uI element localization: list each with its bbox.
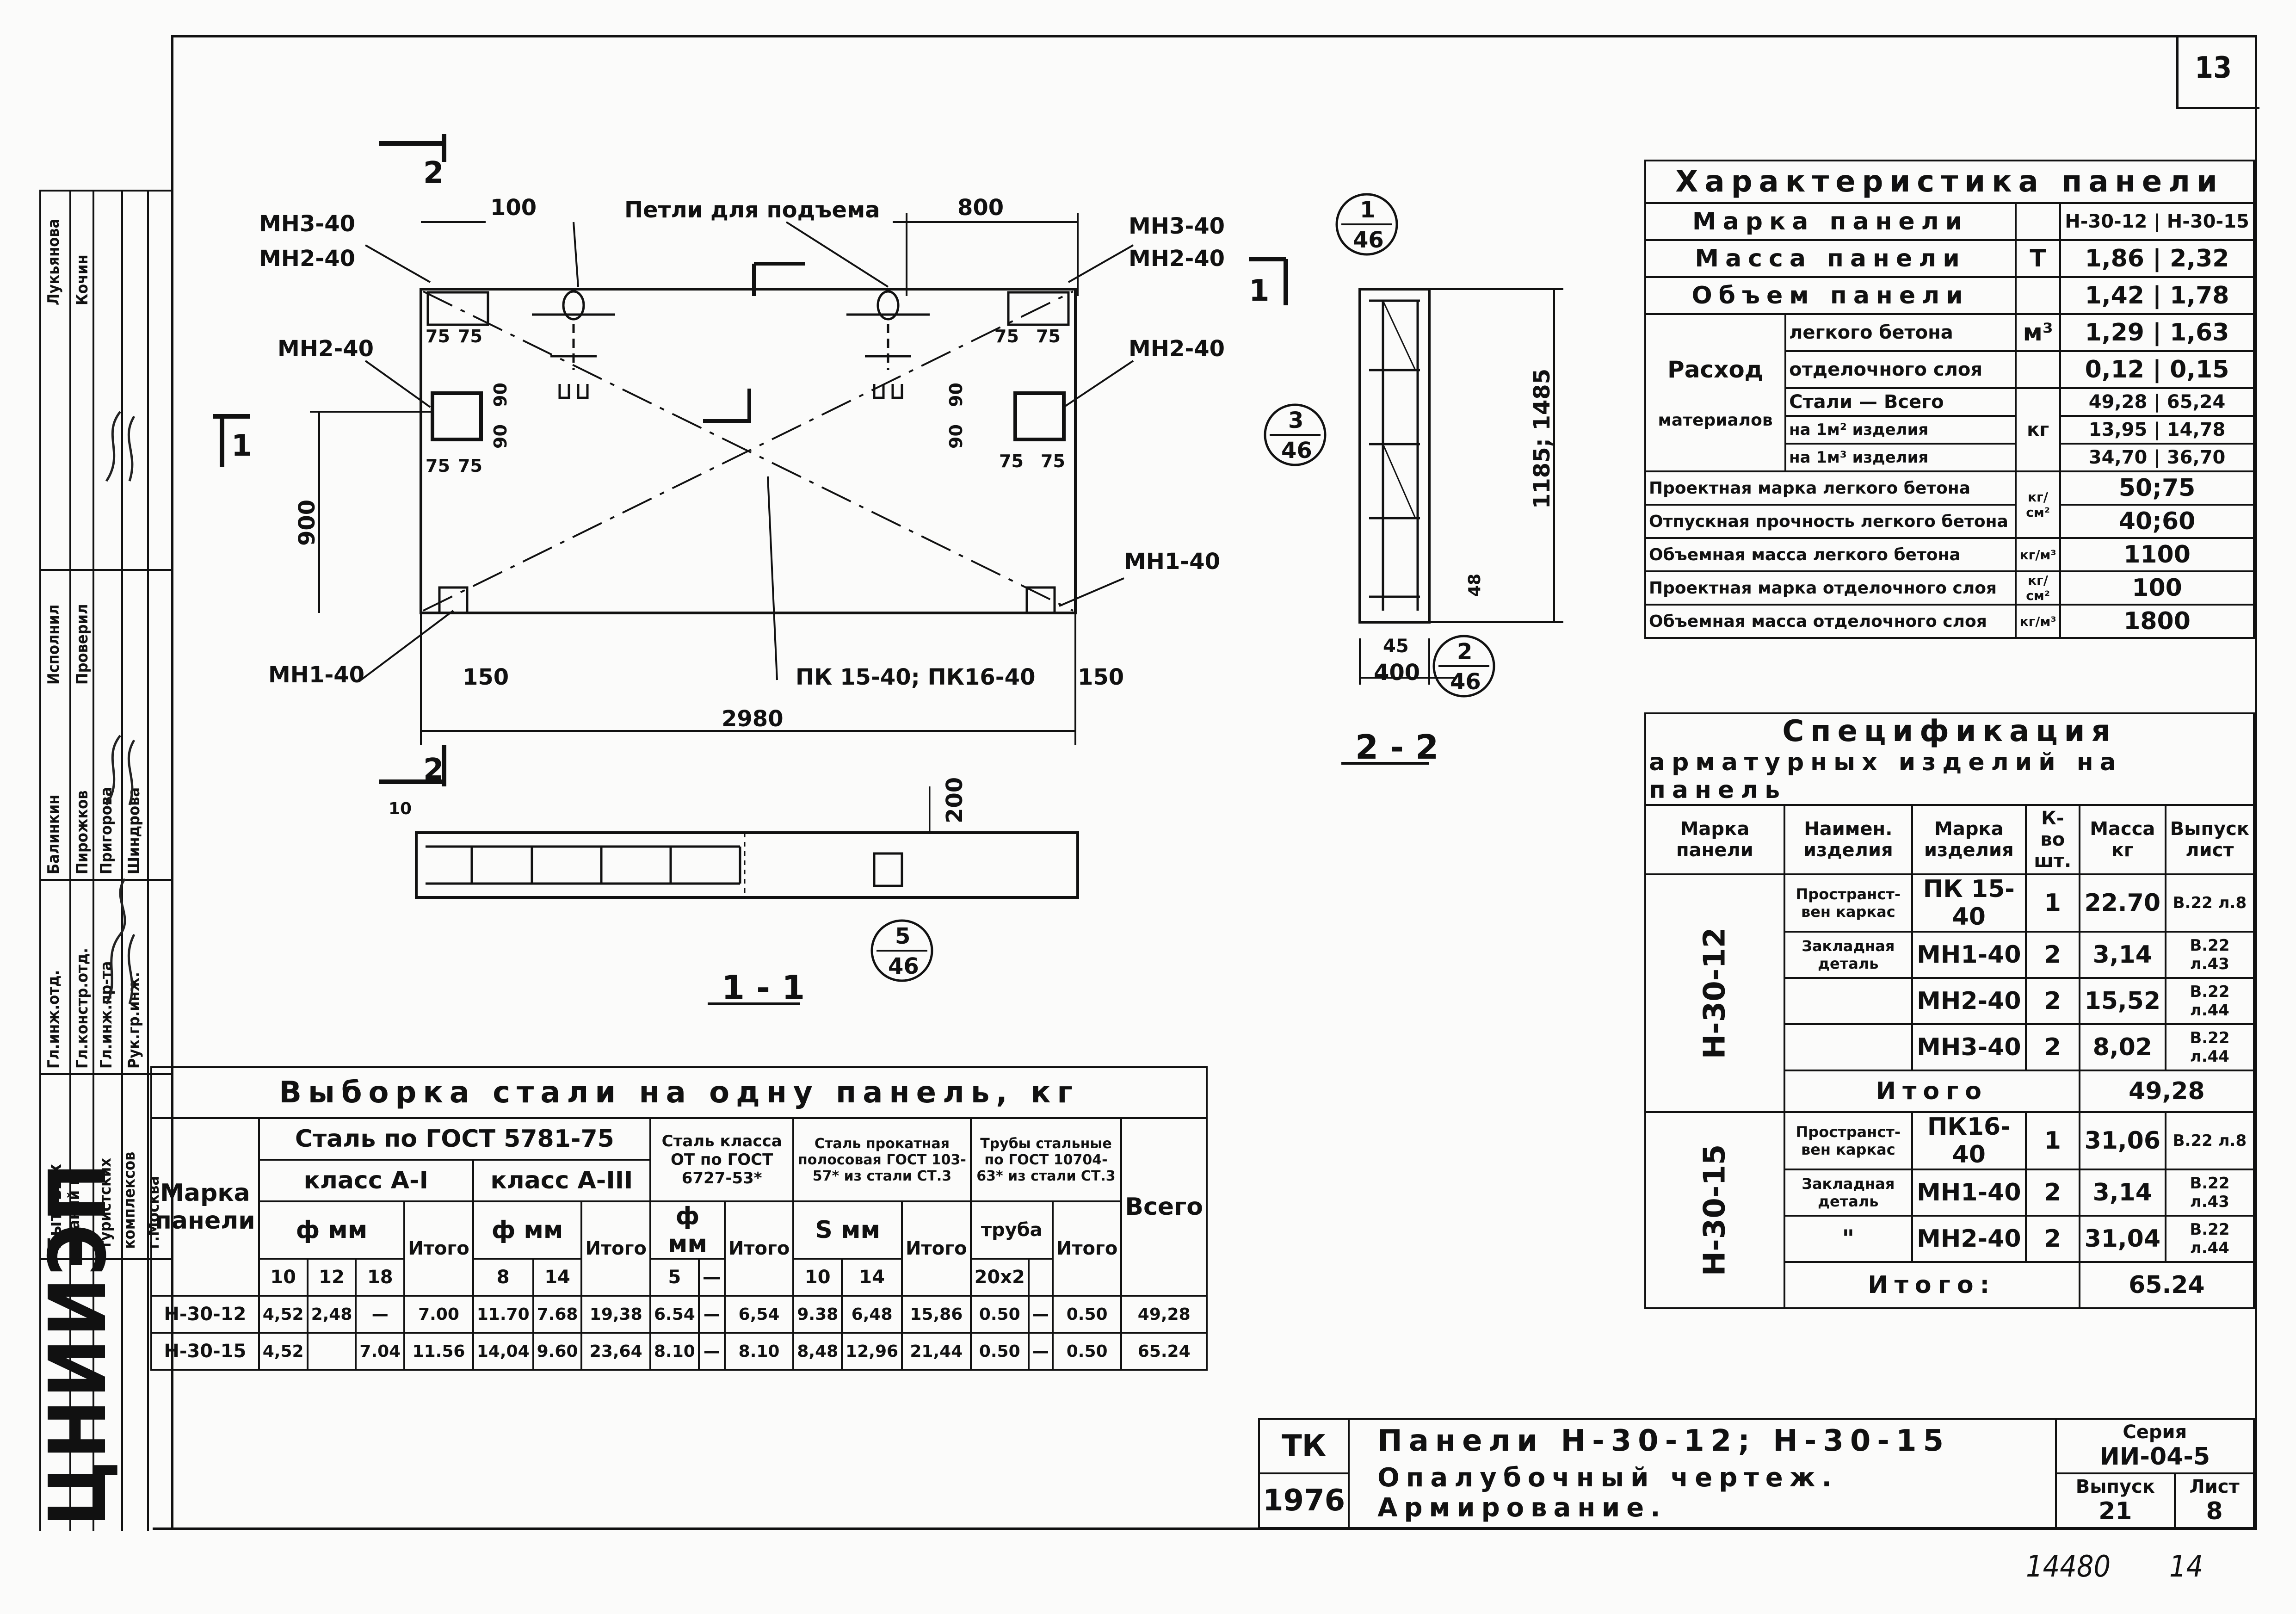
frame-left: [171, 35, 173, 1529]
title-org: ТК: [1258, 1418, 1350, 1474]
frame-bottom: [153, 1527, 2257, 1530]
mn3-plate-left: [426, 291, 489, 326]
dim-75-f: 75: [1036, 326, 1061, 346]
steel-row: Н-30-15 4,52 7.04 11.56 14,04 9.60 23,64…: [150, 1332, 1208, 1371]
dim-150-right: 150: [1078, 664, 1124, 690]
dim-90-d: 90: [946, 424, 966, 449]
dim-90-c: 90: [946, 383, 966, 407]
mn1-right-label: МН1-40: [1124, 549, 1220, 575]
dim-75-e: 75: [994, 326, 1019, 346]
spec-panel-1: Н-30-12: [1644, 873, 1785, 1113]
bottom-inventory-number-2: 14: [2169, 1550, 2203, 1584]
lifting-loops-label: Петли для подъема: [624, 197, 880, 223]
title-line-2: Опалубочный чертеж. Армирование.: [1377, 1463, 1838, 1523]
mn2-left-label-a: МН2-40: [259, 246, 355, 272]
section-11-title: 1 - 1: [722, 968, 805, 1007]
callout-5-top: 5: [895, 923, 910, 949]
dim-90-b: 90: [490, 424, 511, 449]
dim-75-c: 75: [426, 456, 450, 476]
frame-top: [171, 35, 2257, 37]
mn1-plate-left: [438, 586, 469, 614]
dim-1185: 1185; 1485: [1529, 369, 1555, 509]
signatures: [105, 411, 136, 1005]
dim-45: 45: [1383, 636, 1409, 657]
callout-1-bottom: 46: [1353, 227, 1384, 253]
dim-800: 800: [957, 195, 1004, 221]
spec-panel-2: Н-30-15: [1644, 1111, 1785, 1309]
dim-400: 400: [1374, 660, 1420, 686]
dim-75-b: 75: [458, 326, 482, 346]
page-number: 13: [2195, 51, 2232, 85]
dim-900: 900: [294, 500, 320, 546]
callout-2-top: 2: [1457, 639, 1472, 665]
mn1-left-label: МН1-40: [268, 662, 364, 688]
mn1-plate-right: [1025, 586, 1056, 614]
page-number-box: [2176, 35, 2259, 109]
title-line-1: Панели Н-30-12; Н-30-15: [1377, 1424, 1950, 1458]
section-2-bottom: 2: [423, 753, 444, 787]
panel-outline: [420, 288, 1077, 614]
section-1-right: 1: [1249, 274, 1270, 308]
dim-100: 100: [490, 195, 537, 221]
steel-table: Выборка стали на одну панель, кг Марка п…: [150, 1066, 1208, 1371]
callout-3-bottom: 46: [1281, 438, 1312, 464]
mn2-right-label-a: МН2-40: [1129, 246, 1225, 272]
frame-right: [2255, 35, 2257, 1529]
steel-row: Н-30-12 4,52 2,48 — 7.00 11.70 7.68 19,3…: [150, 1295, 1208, 1334]
bottom-inventory-number: 14480: [2026, 1550, 2111, 1584]
dim-75-g: 75: [999, 451, 1024, 471]
section-2-top: 2: [423, 156, 444, 190]
section-1-left: 1: [231, 429, 252, 463]
stamp-frame-top: [39, 190, 173, 192]
callout-2-bottom: 46: [1450, 669, 1481, 695]
dim-75-a: 75: [426, 326, 450, 346]
callout-5-bottom: 46: [888, 953, 919, 979]
dim-150-left: 150: [463, 664, 509, 690]
mn3-left-label: МН3-40: [259, 211, 355, 237]
char-title: Характеристика панели: [1644, 160, 2255, 204]
mn3-plate-right: [1007, 291, 1070, 326]
title-year: 1976: [1258, 1472, 1350, 1529]
section-22-outline: [1358, 288, 1431, 624]
mn2-right-label-b: МН2-40: [1129, 336, 1225, 362]
mn2-left-label-b: МН2-40: [278, 336, 374, 362]
dim-90-a: 90: [490, 383, 511, 407]
mn2-plate-left: [431, 391, 483, 441]
dim-2980: 2980: [722, 706, 784, 732]
mn3-right-label: МН3-40: [1129, 213, 1225, 239]
section-22-title: 2 - 2: [1355, 728, 1438, 767]
title-block: ТК Панели Н-30-12; Н-30-15 Опалубочный ч…: [1258, 1418, 2255, 1529]
dim-10: 10: [389, 799, 412, 818]
pk-label: ПК 15-40; ПК16-40: [796, 664, 1035, 690]
mn2-plate-right: [1013, 391, 1066, 441]
callout-1-top: 1: [1360, 197, 1375, 223]
dim-200: 200: [942, 777, 968, 823]
dim-48: 48: [1465, 574, 1484, 597]
section-11-outline: [415, 831, 1079, 899]
dim-75-d: 75: [458, 456, 482, 476]
dim-75-h: 75: [1041, 451, 1065, 471]
steel-title: Выборка стали на одну панель, кг: [150, 1066, 1208, 1119]
callout-3-top: 3: [1288, 408, 1303, 433]
